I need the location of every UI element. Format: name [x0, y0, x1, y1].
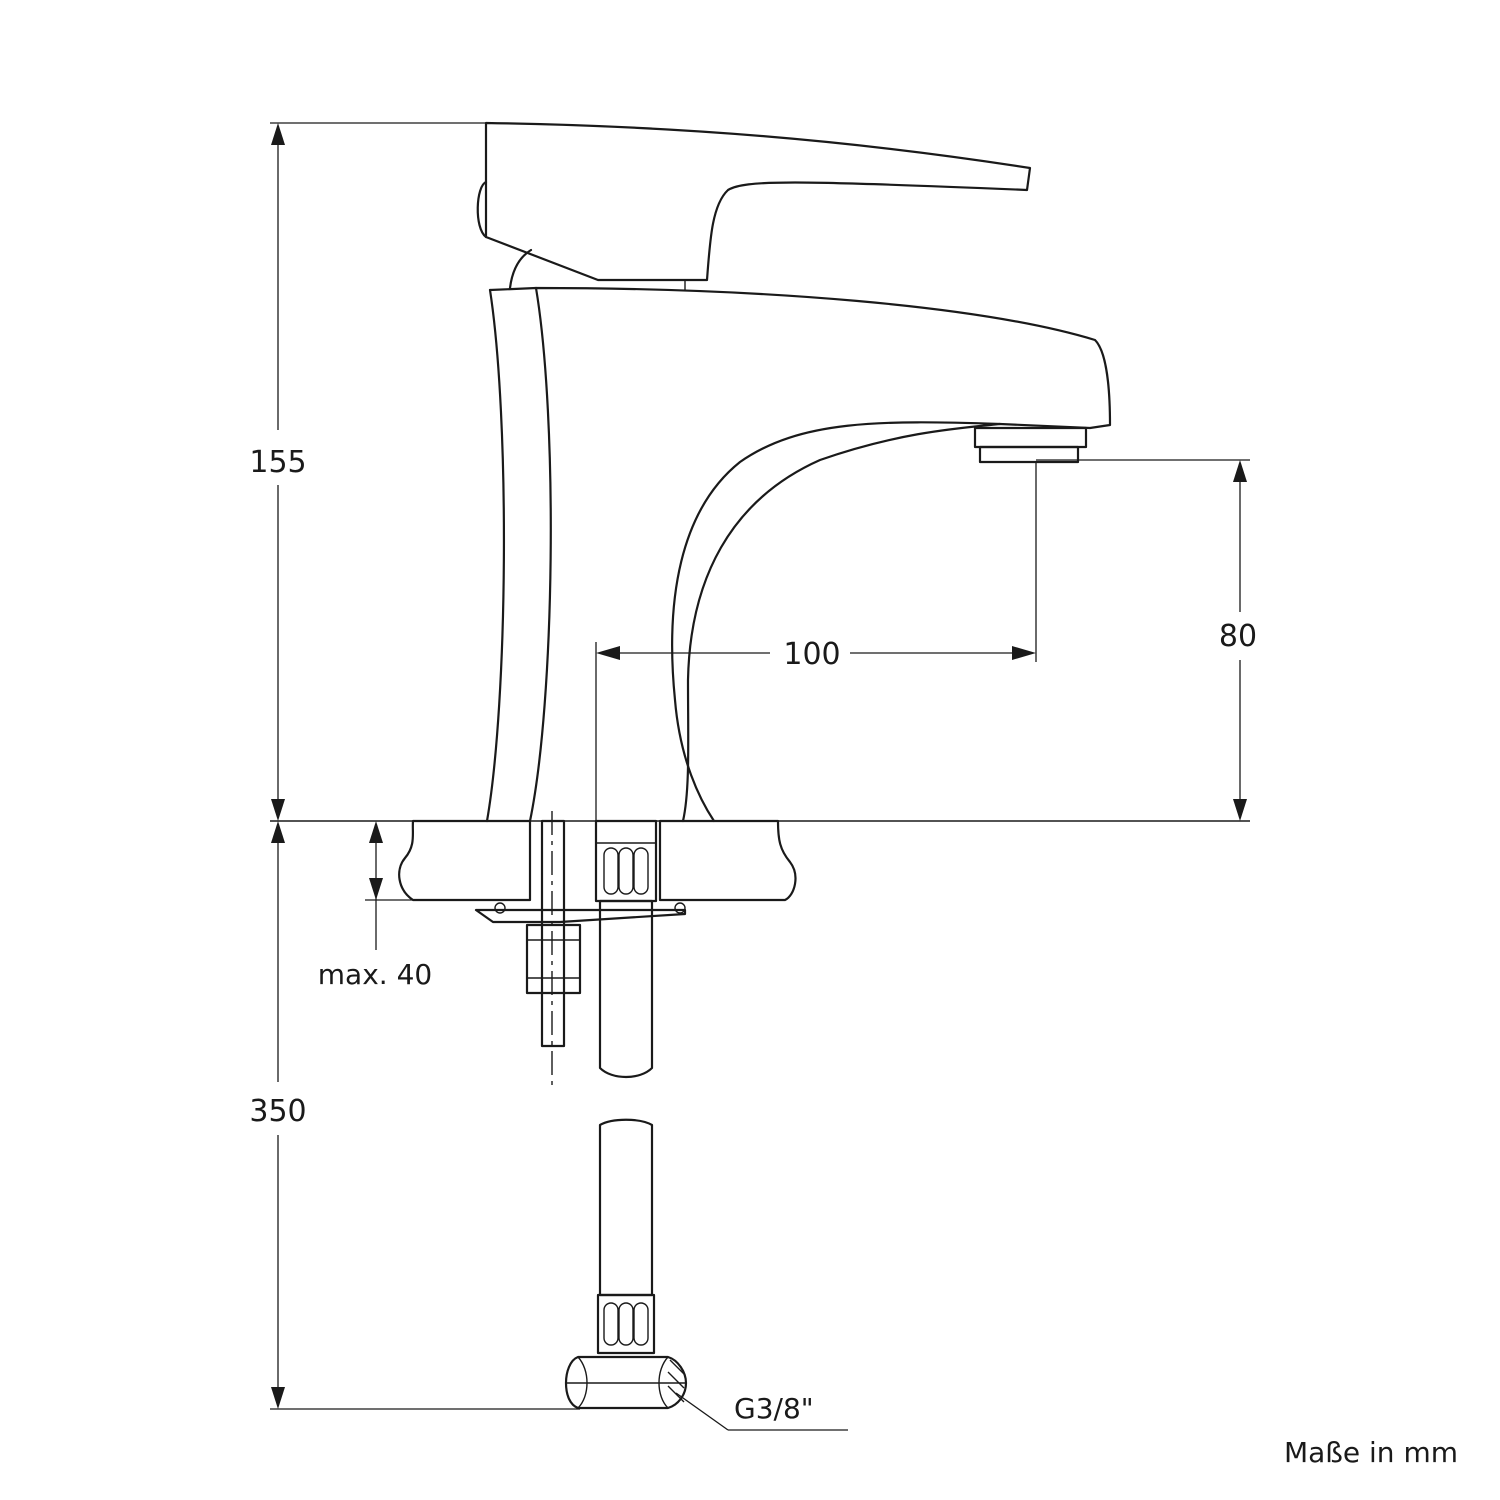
spout-reach-label: 100 — [783, 637, 840, 672]
dimension-max-thickness: max. 40 — [318, 821, 432, 991]
mounting-hardware — [474, 811, 687, 1085]
dimension-spout-height: 80 — [1036, 459, 1257, 821]
dimension-spout-reach: 100 — [595, 462, 1037, 821]
max-thickness-label: max. 40 — [318, 958, 432, 991]
flex-hose-lower — [564, 1118, 688, 1410]
spout-height-label: 80 — [1219, 619, 1257, 654]
dimension-hose-length: 350 — [249, 821, 580, 1410]
total-height-label: 155 — [249, 445, 306, 480]
dimension-total-height: 155 — [249, 122, 486, 821]
thread-label: G3/8" — [734, 1392, 814, 1425]
units-note: Maße in mm — [1284, 1436, 1458, 1469]
flex-hose-upper — [594, 819, 658, 1079]
hose-length-label: 350 — [249, 1094, 306, 1129]
faucet-body — [485, 286, 1112, 823]
thread-callout: G3/8" — [675, 1392, 848, 1431]
countertop — [270, 819, 1250, 902]
lever-handle — [476, 121, 1032, 290]
